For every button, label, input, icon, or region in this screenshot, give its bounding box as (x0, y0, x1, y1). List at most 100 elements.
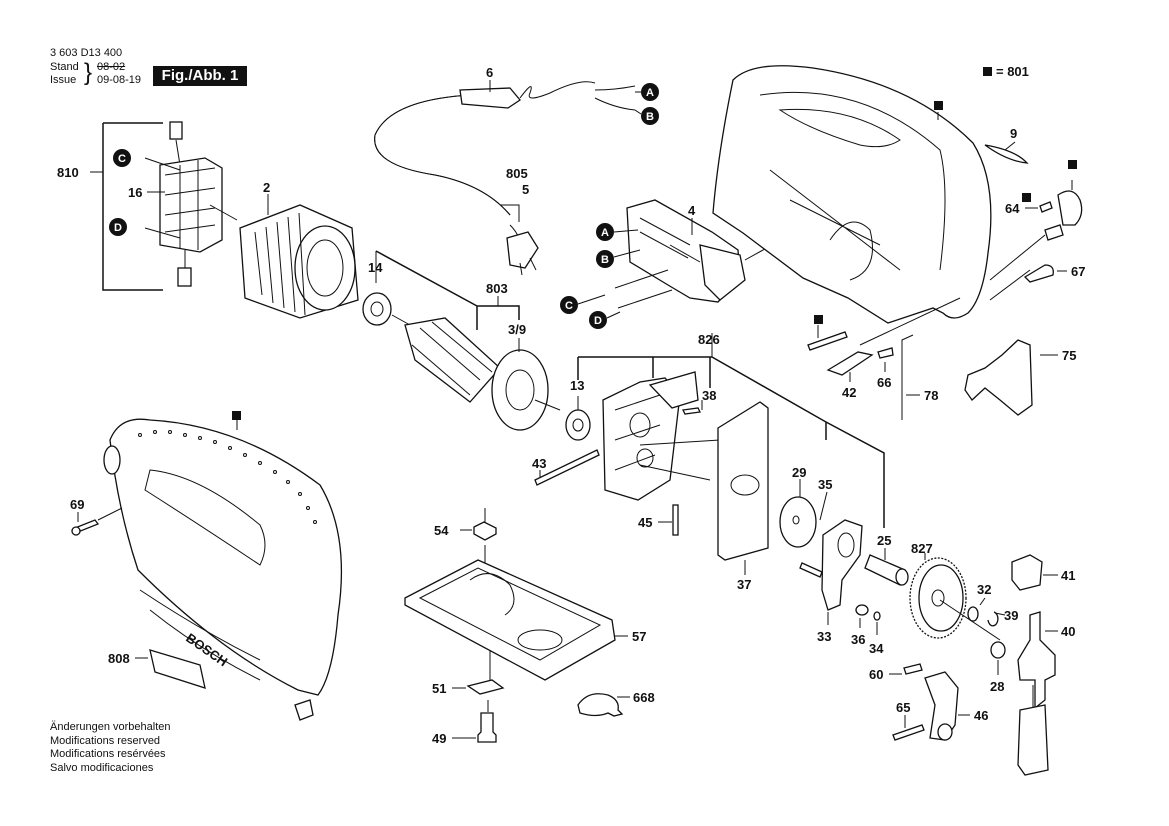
circlip-39 (987, 611, 999, 627)
guard-75 (964, 339, 1033, 416)
carbon-brush-top (169, 121, 183, 140)
right-housing-shell (712, 65, 1083, 420)
screw-49 (477, 712, 497, 743)
label-78: 78 (924, 388, 938, 403)
svg-text:B: B (646, 111, 654, 123)
base-plate-57 (404, 559, 616, 681)
pad-60 (903, 663, 923, 675)
cover-668 (577, 693, 624, 717)
clip-66 (877, 347, 894, 359)
label-38: 38 (702, 388, 716, 403)
armature-core (404, 317, 501, 403)
pin-43 (534, 449, 600, 486)
legend: = 801 (983, 64, 1029, 79)
note-es: Salvo modificaciones (50, 761, 154, 774)
svg-text:C: C (118, 153, 126, 165)
switch-4 (614, 199, 791, 309)
guide-plate-37 (717, 401, 769, 575)
connector-c-brush: C (113, 149, 131, 167)
disc-29 (779, 479, 817, 548)
svg-text:C: C (565, 300, 573, 312)
pin-25 (864, 548, 909, 586)
label-14: 14 (368, 260, 383, 275)
fan (491, 349, 549, 431)
issue-date: 09-08-19 (97, 74, 142, 86)
label-810: 810 (57, 165, 79, 180)
pin-45 (672, 504, 679, 536)
roller-28 (990, 641, 1006, 659)
gear-housing (602, 371, 721, 536)
label-66: 66 (877, 375, 891, 390)
left-housing-shell: BOSCH (71, 411, 343, 721)
label-29: 29 (792, 465, 806, 480)
label-49: 49 (432, 731, 446, 746)
label-805: 805 (506, 166, 528, 181)
bearing-13-group (565, 333, 885, 528)
knob-cap (1057, 190, 1083, 226)
connector-a-switch: A (596, 223, 614, 241)
lever-33 (799, 491, 881, 635)
part-number: 3 603 D13 400 (50, 47, 123, 59)
footer-notes: Änderungen vorbehalten Modifications res… (50, 721, 170, 775)
svg-text:A: A (646, 87, 654, 99)
field-stator (239, 194, 359, 319)
carbon-brush-bottom (177, 267, 192, 287)
label-34: 34 (869, 641, 884, 656)
svg-text:D: D (594, 315, 602, 327)
label-54: 54 (434, 523, 449, 538)
washer-32 (967, 606, 979, 622)
bracket-810 (102, 122, 163, 291)
label-37: 37 (737, 577, 751, 592)
connector-c-switch: C (560, 296, 578, 314)
gear-827 (909, 553, 1001, 641)
label-51: 51 (432, 681, 446, 696)
lever-42 (826, 351, 874, 376)
spring-64 (1039, 201, 1053, 213)
label-39: 39 (1004, 608, 1018, 623)
label-60: 60 (869, 667, 883, 682)
brace-icon: } (84, 59, 93, 86)
note-en: Modifications reserved (50, 734, 161, 747)
label-28: 28 (990, 679, 1004, 694)
support-roller-46 (889, 663, 970, 741)
connector-b-cord: B (641, 107, 659, 125)
blade-clamp (1017, 704, 1049, 776)
brush-holder-assembly (90, 121, 238, 291)
label-64: 64 (1005, 201, 1020, 216)
issue-label: Issue (50, 74, 77, 86)
label-35: 35 (818, 477, 832, 492)
label-25: 25 (877, 533, 891, 548)
plate-51 (466, 679, 505, 695)
label-33: 33 (817, 629, 831, 644)
label-40: 40 (1061, 624, 1075, 639)
label-3-9: 3/9 (508, 322, 526, 337)
base-plate-group (404, 508, 630, 743)
label-13: 13 (570, 378, 584, 393)
pin-65 (892, 724, 925, 741)
badge-808 (149, 649, 206, 689)
clamp-41 (1011, 554, 1043, 591)
part-labels: 810 16 2 14 803 3/9 6 805 5 4 826 13 38 … (57, 65, 1085, 746)
label-57: 57 (632, 629, 646, 644)
label-65: 65 (896, 700, 910, 715)
label-2: 2 (263, 180, 270, 195)
nut-54 (473, 521, 497, 541)
label-803: 803 (486, 281, 508, 296)
label-69: 69 (70, 497, 84, 512)
figure-label: Fig./Abb. 1 (153, 66, 247, 86)
screw-67 (1023, 264, 1054, 283)
brush-holder (159, 157, 223, 253)
label-5: 5 (522, 182, 529, 197)
power-cord (374, 80, 636, 276)
connector-d-brush: D (109, 218, 127, 236)
label-9: 9 (1010, 126, 1017, 141)
label-9 (984, 144, 1029, 164)
label-6: 6 (486, 65, 493, 80)
stand-date: 08-02 (97, 61, 126, 73)
plunger-40 (1017, 611, 1056, 710)
label-41: 41 (1061, 568, 1075, 583)
strain-relief-6 (459, 87, 521, 109)
svg-text:A: A (601, 227, 609, 239)
black-square-icon (983, 67, 992, 76)
